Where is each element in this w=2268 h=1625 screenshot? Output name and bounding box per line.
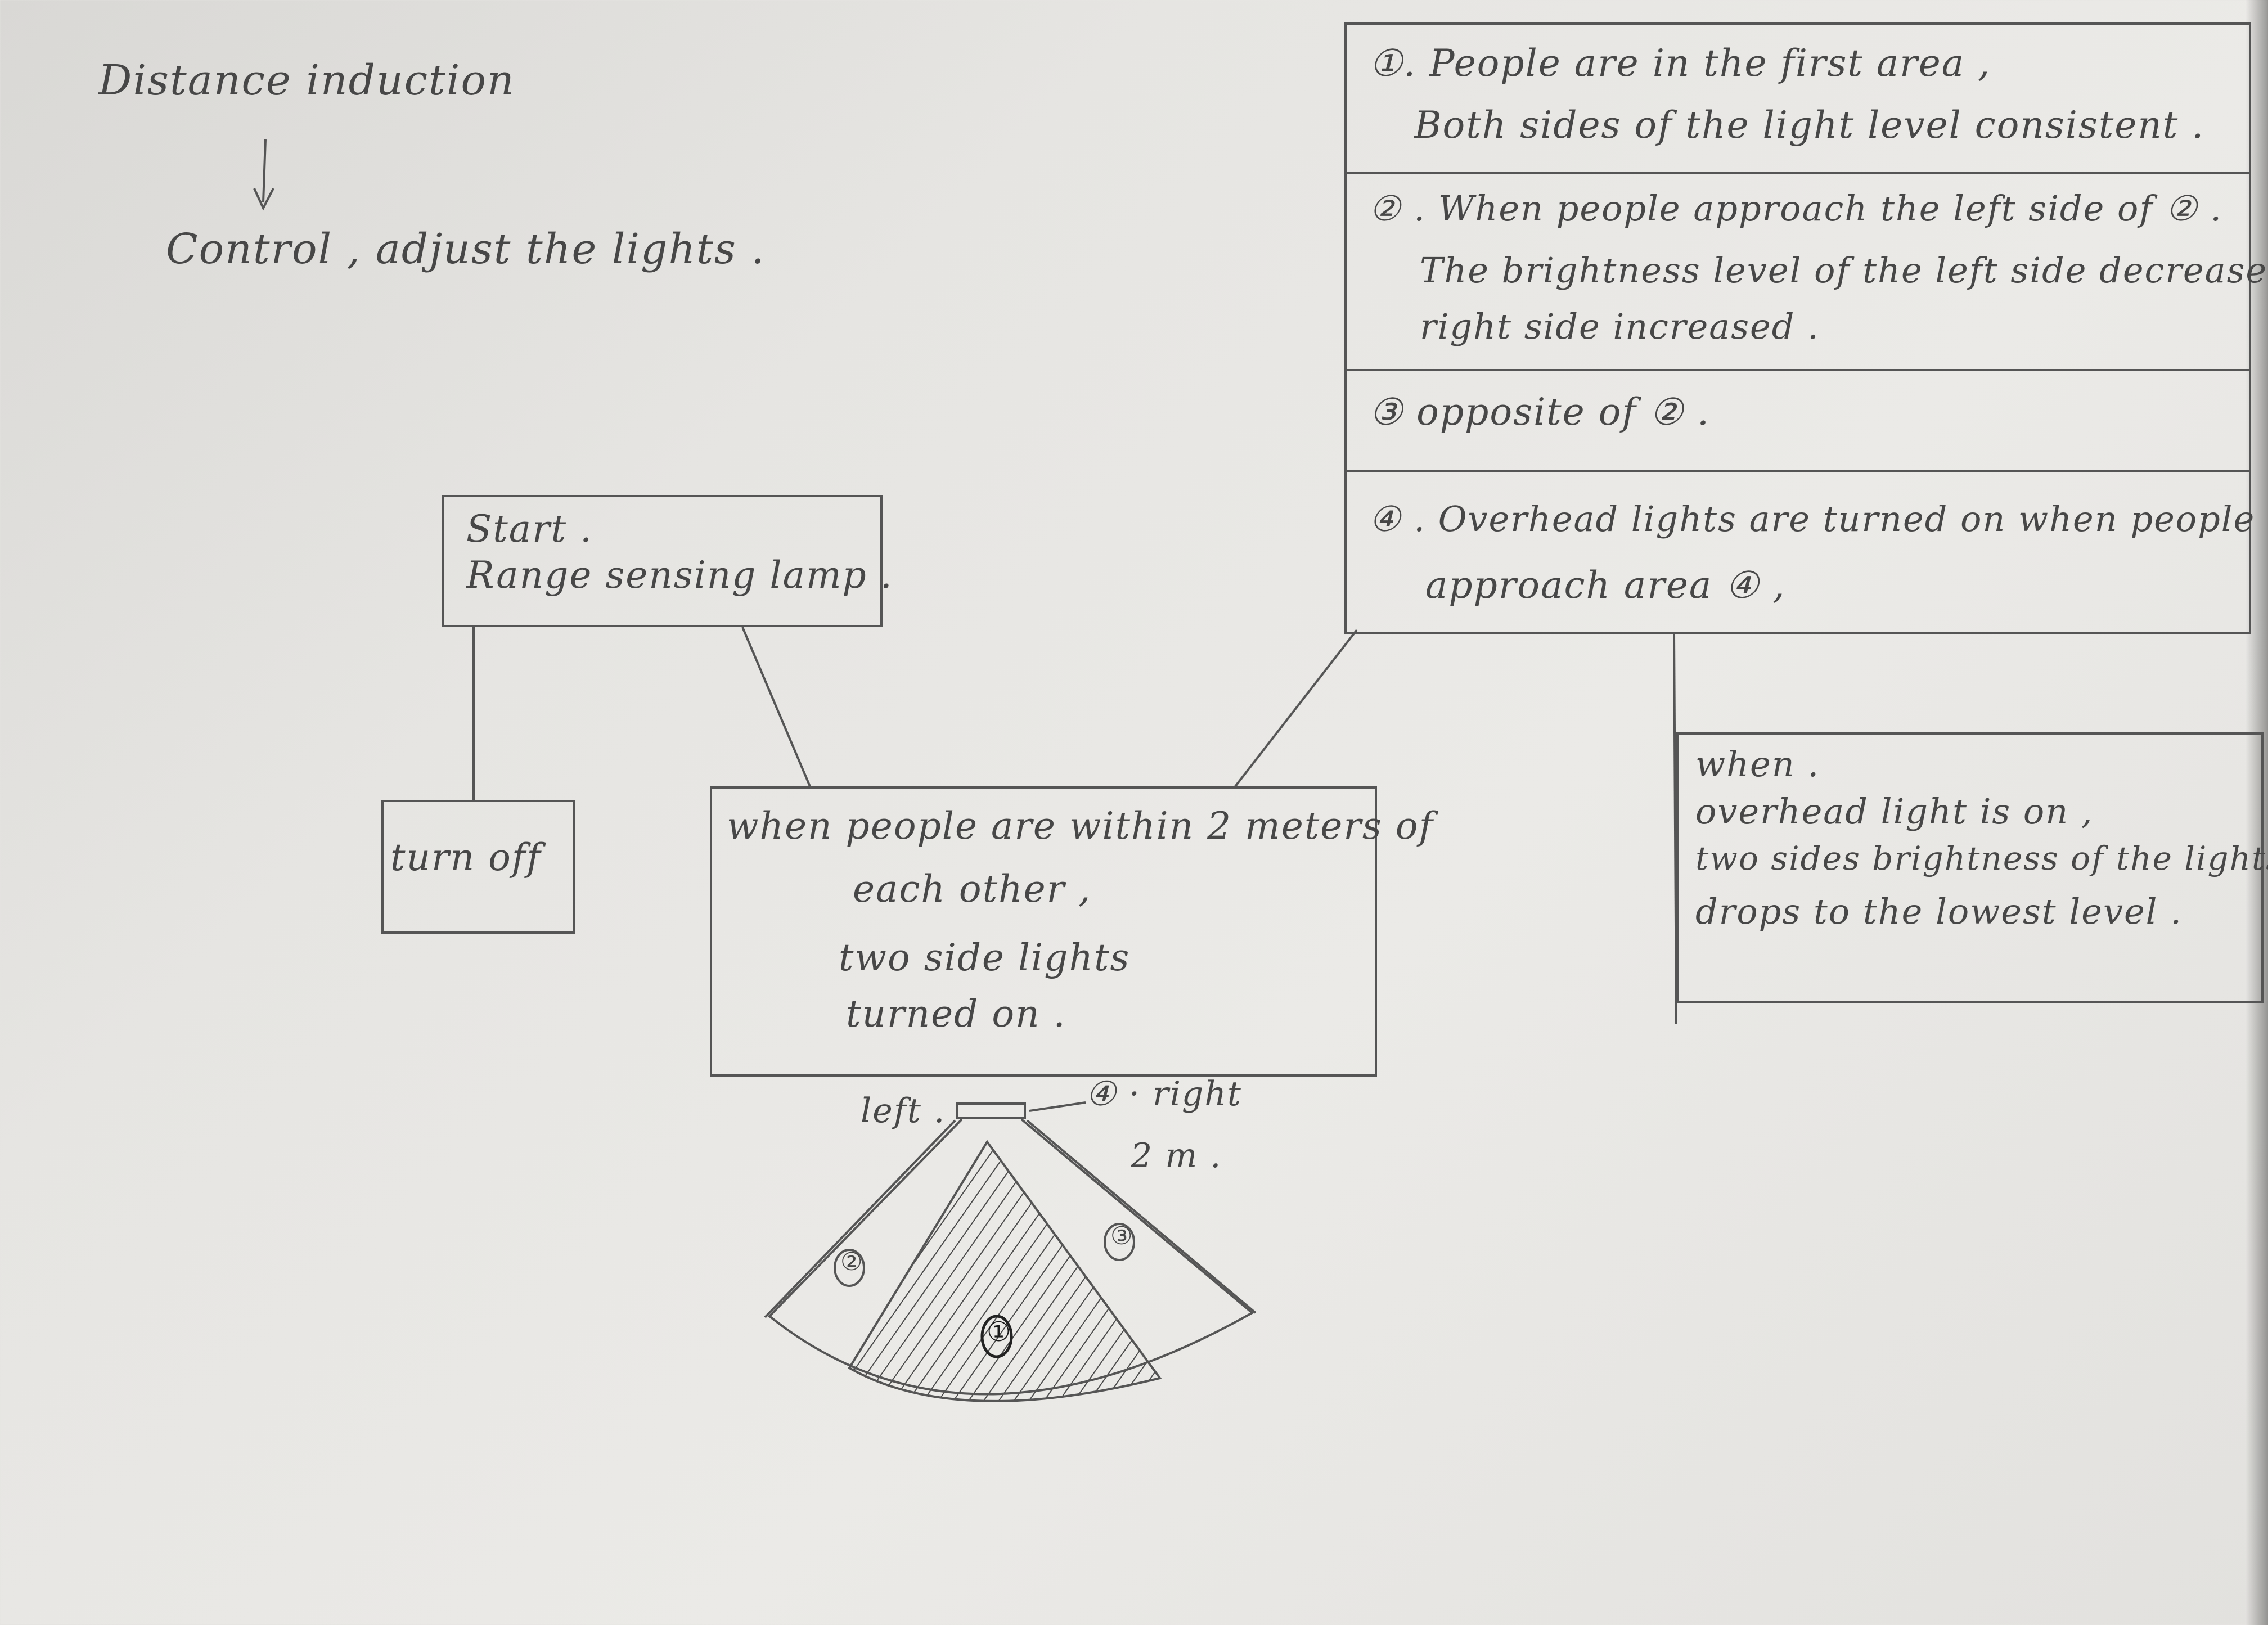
- turn-off-label: turn off: [390, 836, 542, 879]
- within-line-1: when people are within 2 meters of: [727, 804, 1434, 848]
- within-line-3: two side lights: [839, 936, 1131, 979]
- condition-2-line-3: right side increased .: [1420, 306, 1820, 347]
- overhead-line-4: drops to the lowest level .: [1695, 891, 2182, 932]
- title-arrow-shaft: [262, 139, 267, 203]
- turn-off-box: turn off: [381, 800, 575, 934]
- sector-right-label: ④ · right: [1086, 1074, 1243, 1114]
- conditions-table: ①. People are in the first area , Both s…: [1344, 22, 2268, 634]
- title-control-adjust: Control , adjust the lights .: [166, 225, 766, 273]
- title-distance-induction: Distance induction: [98, 56, 515, 105]
- condition-2-line-2: The brightness level of the left side de…: [1420, 250, 2268, 291]
- condition-2-line-1: ② . When people approach the left side o…: [1369, 188, 2222, 229]
- connector-table-overhead: [1673, 634, 1677, 1024]
- overhead-line-1: when .: [1695, 744, 1820, 785]
- area-3-label: ③: [1110, 1222, 1134, 1250]
- condition-4-line-1: ④ . Overhead lights are turned on when p…: [1369, 498, 2256, 539]
- area-1-label: ①: [987, 1316, 1012, 1348]
- condition-1-line-2: Both sides of the light level consistent…: [1414, 103, 2205, 147]
- right-pointer: [1029, 1101, 1086, 1112]
- condition-1-line-1: ①. People are in the first area ,: [1369, 42, 1991, 85]
- start-label: Start .: [466, 507, 593, 551]
- overhead-line-2: overhead light is on ,: [1695, 791, 2094, 832]
- overhead-line-3: two sides brightness of the lights: [1695, 839, 2268, 877]
- within-line-2: each other ,: [853, 867, 1092, 911]
- connector-within-table: [1234, 629, 1358, 787]
- condition-3-line-1: ③ opposite of ② .: [1369, 390, 1710, 434]
- within-two-meters-box: when people are within 2 meters of each …: [710, 786, 1433, 1077]
- area-2-label: ②: [840, 1248, 864, 1276]
- sector-diagram-drawing: [764, 1101, 1257, 1402]
- overhead-light-box: when . overhead light is on , two sides …: [1676, 732, 2268, 1003]
- within-line-4: turned on .: [846, 992, 1066, 1036]
- sector-left-label: left .: [861, 1091, 946, 1131]
- sector-distance-label: 2 m .: [1131, 1136, 1222, 1176]
- area-1-shape: [848, 1140, 1162, 1402]
- title-arrow-head: [253, 188, 274, 211]
- start-box: Start . Range sensing lamp .: [442, 495, 892, 627]
- lamp-head: [956, 1102, 1026, 1119]
- range-sensing-lamp-label: Range sensing lamp .: [466, 553, 893, 597]
- connector-start-within: [741, 627, 811, 787]
- condition-4-line-2: approach area ④ ,: [1425, 564, 1786, 607]
- sector-outline: [768, 1118, 1254, 1396]
